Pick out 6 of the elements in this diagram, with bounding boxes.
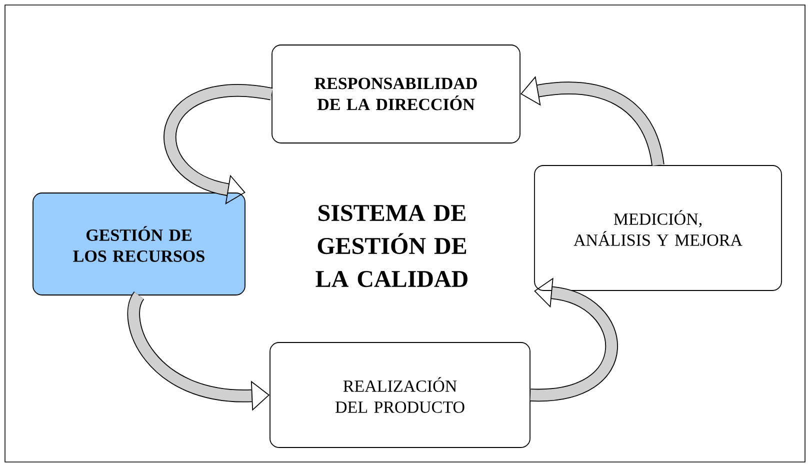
process-box: RESPONSABILIDAD DE LA DIRECCIÓN bbox=[272, 44, 520, 144]
curved-arrow bbox=[164, 84, 272, 204]
center-title: SISTEMA DE GESTIÓN DE LA CALIDAD bbox=[316, 204, 468, 288]
process-box: GESTIÓN DE LOS RECURSOS bbox=[32, 192, 246, 296]
process-box: MEDICIÓN, ANÁLISIS Y MEJORA bbox=[534, 165, 782, 291]
process-box: REALIZACIÓN DEL PRODUCTO bbox=[270, 342, 530, 448]
